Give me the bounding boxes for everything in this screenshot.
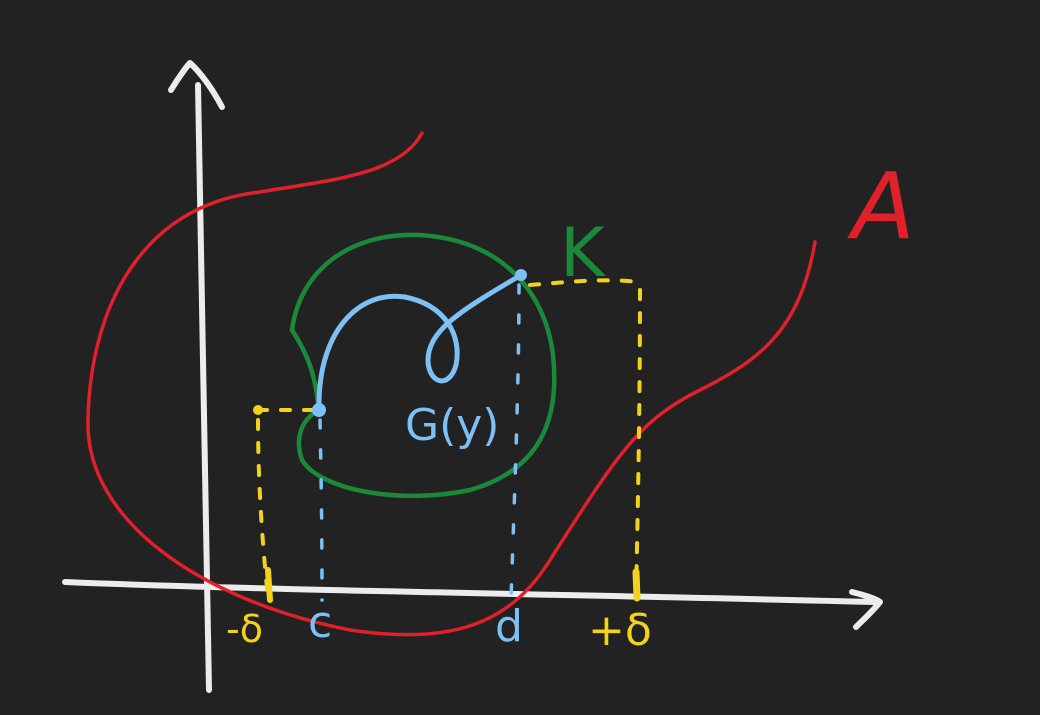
x-axis-line bbox=[62, 579, 878, 605]
c-vertical-guide bbox=[318, 418, 324, 602]
d-label: d bbox=[495, 601, 523, 652]
c-label: c bbox=[308, 597, 332, 648]
cd-guides bbox=[318, 283, 521, 602]
delta-guides bbox=[256, 278, 642, 600]
minus-delta-tick bbox=[265, 567, 273, 603]
y-axis-arrowhead bbox=[168, 60, 225, 110]
x-axis-arrowhead bbox=[849, 589, 883, 630]
left-delta-guide-endpoint bbox=[253, 405, 263, 415]
curve-G-start-point bbox=[312, 403, 326, 417]
set-K bbox=[289, 232, 557, 499]
set-K-boundary bbox=[289, 232, 557, 499]
right-delta-vertical-guide bbox=[634, 288, 642, 600]
left-delta-vertical-guide bbox=[256, 418, 270, 600]
curve-G-label: G(y) bbox=[405, 400, 499, 451]
set-A-label: A bbox=[847, 153, 915, 260]
minus-delta-label: -δ bbox=[226, 607, 263, 651]
d-vertical-guide bbox=[509, 283, 521, 602]
set-A-boundary bbox=[86, 131, 817, 637]
set-A bbox=[86, 131, 817, 637]
curve-G-end-point bbox=[515, 269, 527, 281]
axes bbox=[62, 60, 883, 693]
plus-delta-label: +δ bbox=[588, 605, 652, 656]
curve-G-path bbox=[316, 272, 524, 411]
curve-G bbox=[316, 272, 524, 411]
plus-delta-tick bbox=[632, 568, 641, 602]
right-delta-horizontal-guide bbox=[528, 278, 642, 287]
y-axis-line bbox=[195, 82, 212, 693]
